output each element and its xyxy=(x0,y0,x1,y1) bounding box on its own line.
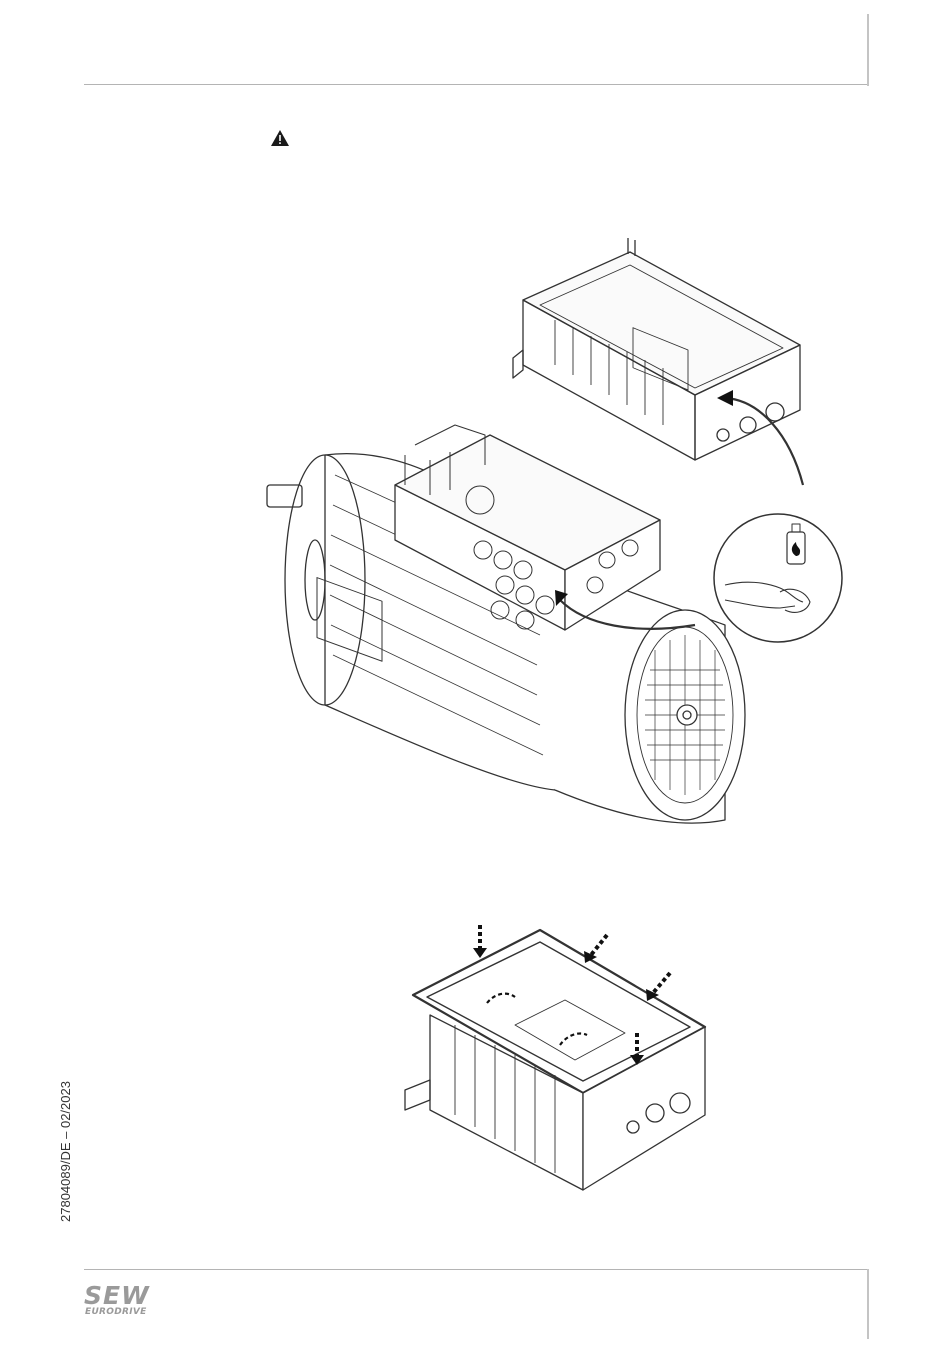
sew-eurodrive-logo: SEW EURODRIVE xyxy=(84,1283,158,1319)
housing-with-seal-illustration xyxy=(395,915,725,1200)
electronics-cover-illustration xyxy=(513,238,800,460)
warning-triangle-icon xyxy=(270,128,290,148)
curved-arrow-icon xyxy=(725,398,803,485)
cleaning-instruction-icon xyxy=(714,514,842,642)
header-rule xyxy=(84,84,868,85)
footer-margin-bar xyxy=(867,1269,869,1339)
header-margin-bar xyxy=(867,14,869,86)
document-number: 27804089/DE – 02/2023 xyxy=(58,1081,73,1222)
footer-rule xyxy=(84,1269,868,1270)
motor-with-connection-box-illustration xyxy=(255,230,855,840)
